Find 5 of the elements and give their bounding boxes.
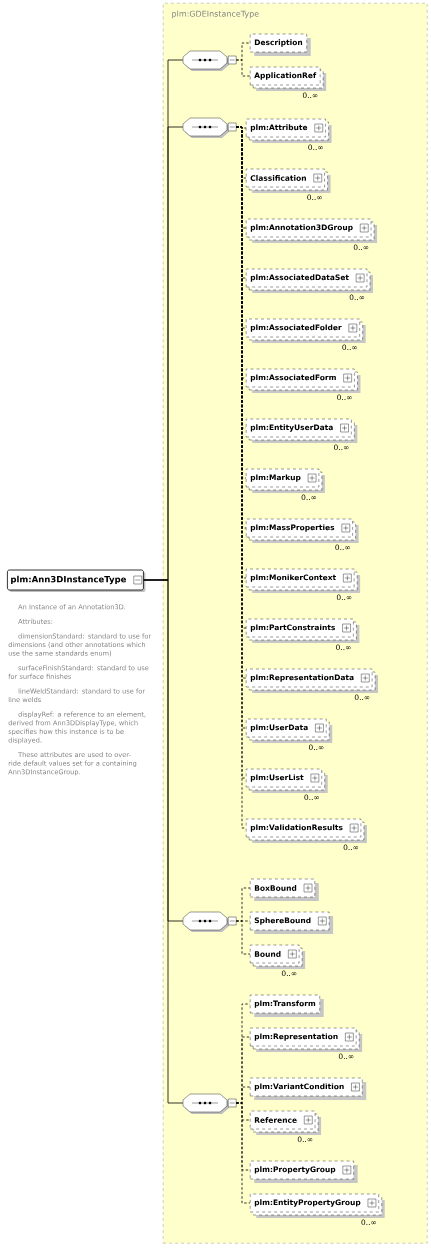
- connector: [235, 1102, 251, 1204]
- connector: [235, 59, 251, 77]
- connector: [143, 579, 184, 1104]
- connector: [235, 920, 251, 955]
- element-box: plm:Ann3DInstanceType: [7, 569, 146, 592]
